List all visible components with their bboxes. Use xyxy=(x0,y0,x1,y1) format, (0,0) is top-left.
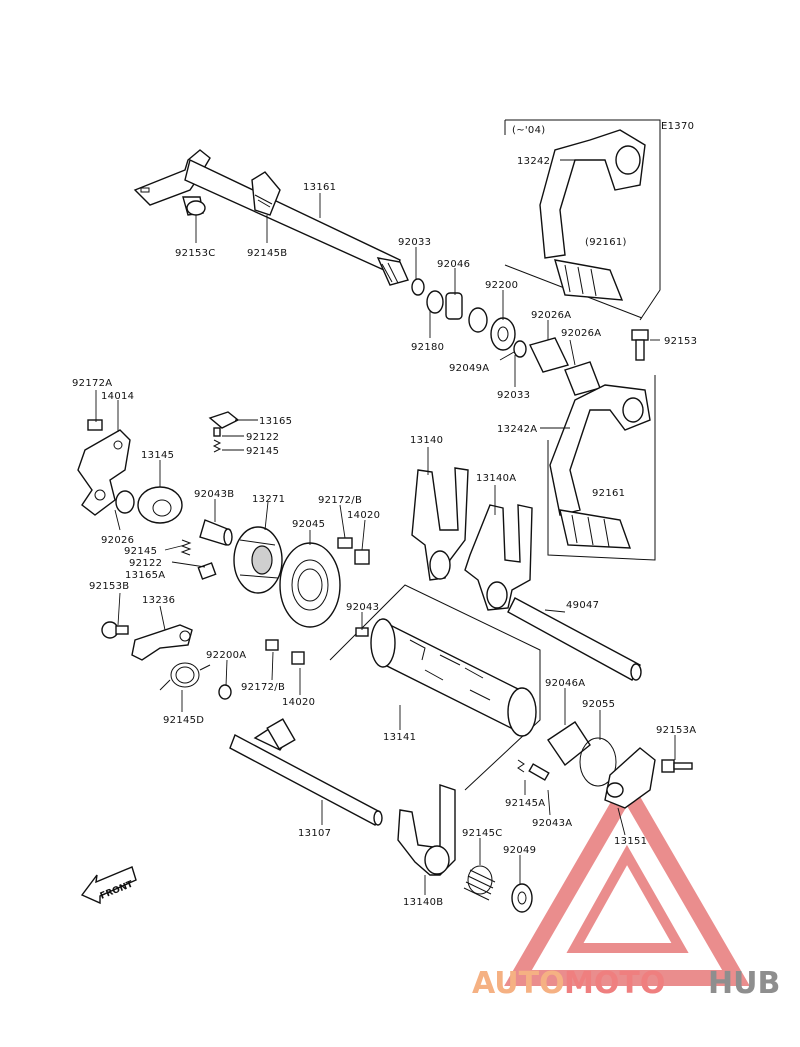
watermark-part2: MOTO xyxy=(564,966,665,1001)
shift-shaft-13161 xyxy=(133,149,409,286)
label-92172B-top: 92172/B xyxy=(318,495,362,506)
label-92172B-bottom: 92172/B xyxy=(241,682,285,693)
bearing-92045 xyxy=(279,542,341,628)
label-13151: 13151 xyxy=(614,836,647,847)
label-92046A: 92046A xyxy=(545,678,585,689)
label-92026A-1: 92026A xyxy=(531,310,571,321)
gear-13271 xyxy=(233,526,283,594)
label-92200: 92200 xyxy=(485,280,518,291)
bracket-13236 xyxy=(131,624,193,661)
shaft-92043B xyxy=(199,519,233,546)
cam-13145 xyxy=(115,486,183,524)
label-13107: 13107 xyxy=(298,828,331,839)
bolt-92153A xyxy=(661,759,693,773)
label-14020-bottom: 14020 xyxy=(282,697,315,708)
part-labels: E1370 (~'04) 13161 92153C 92145B 92033 9… xyxy=(72,121,697,908)
spring-92145C xyxy=(463,865,496,901)
label-92033-top: 92033 xyxy=(398,237,431,248)
oring-92055 xyxy=(579,737,617,787)
inset-pedal-13242 xyxy=(504,119,661,321)
plate-14014 xyxy=(77,419,131,516)
label-13145: 13145 xyxy=(141,450,174,461)
plate-13151 xyxy=(604,747,656,809)
label-92033-bottom: 92033 xyxy=(497,390,530,401)
label-92161-inset: (92161) xyxy=(585,237,627,248)
watermark-text: AUTO MOTO HUB xyxy=(472,966,780,1001)
fork-13140 xyxy=(411,467,469,581)
diagram-code: E1370 xyxy=(661,121,694,132)
label-13236: 13236 xyxy=(142,595,175,606)
label-13242A: 13242A xyxy=(497,424,537,435)
label-92046: 92046 xyxy=(437,259,470,270)
pin-92145A xyxy=(517,759,550,781)
label-92026: 92026 xyxy=(101,535,134,546)
label-92153A: 92153A xyxy=(656,725,696,736)
label-92122: 92122 xyxy=(246,432,279,443)
rod-49047 xyxy=(507,597,642,681)
label-92043A: 92043A xyxy=(532,818,572,829)
label-92161: 92161 xyxy=(592,488,625,499)
label-13140B: 13140B xyxy=(403,897,443,908)
label-13140: 13140 xyxy=(410,435,443,446)
shaft-13107 xyxy=(229,718,383,826)
label-14020-top: 14020 xyxy=(347,510,380,521)
label-92200A: 92200A xyxy=(206,650,246,661)
label-13242: 13242 xyxy=(517,156,550,167)
label-13165: 13165 xyxy=(259,416,292,427)
label-92180: 92180 xyxy=(411,342,444,353)
label-13141: 13141 xyxy=(383,732,416,743)
leader-lines xyxy=(95,159,676,895)
label-92145B: 92145B xyxy=(247,248,287,259)
label-49047: 49047 xyxy=(566,600,599,611)
label-13140A: 13140A xyxy=(476,473,516,484)
washers-top xyxy=(411,278,601,396)
bearing-92049 xyxy=(511,883,533,913)
pins-92172B xyxy=(265,537,370,665)
bearing-92046A xyxy=(547,721,591,767)
label-92145D: 92145D xyxy=(163,715,204,726)
label-92122-lower: 92122 xyxy=(129,558,162,569)
label-92145C: 92145C xyxy=(462,828,503,839)
watermark-logo xyxy=(504,774,750,986)
fork-13140A xyxy=(464,504,533,611)
label-92043: 92043 xyxy=(346,602,379,613)
label-92055: 92055 xyxy=(582,699,615,710)
spring-92145D xyxy=(159,662,211,691)
label-14014: 14014 xyxy=(101,391,134,402)
label-92153: 92153 xyxy=(664,336,697,347)
label-92153B: 92153B xyxy=(89,581,129,592)
bolt-92153 xyxy=(631,329,649,361)
label-13271: 13271 xyxy=(252,494,285,505)
spring-92145 xyxy=(180,539,217,580)
washer-92200A xyxy=(218,684,232,700)
watermark-part1: AUTO xyxy=(472,966,565,1001)
label-92043B: 92043B xyxy=(194,489,234,500)
label-13161: 13161 xyxy=(303,182,336,193)
label-92045: 92045 xyxy=(292,519,325,530)
variant-note: (~'04) xyxy=(512,125,545,136)
bolt-92153B xyxy=(101,621,129,639)
watermark-part3: HUB xyxy=(708,966,780,1001)
label-92153C: 92153C xyxy=(175,248,216,259)
label-92145: 92145 xyxy=(246,446,279,457)
label-92049: 92049 xyxy=(503,845,536,856)
label-92145A: 92145A xyxy=(505,798,545,809)
drum-13141 xyxy=(329,584,541,791)
label-92145-lower: 92145 xyxy=(124,546,157,557)
label-92026A-2: 92026A xyxy=(561,328,601,339)
lever-13165 xyxy=(208,411,240,453)
label-92049A: 92049A xyxy=(449,363,489,374)
pedal-13242A xyxy=(547,375,656,561)
label-13165A: 13165A xyxy=(125,570,165,581)
fork-13140B xyxy=(397,784,456,876)
front-arrow-icon: FRONT xyxy=(80,866,137,905)
label-92172A: 92172A xyxy=(72,378,112,389)
